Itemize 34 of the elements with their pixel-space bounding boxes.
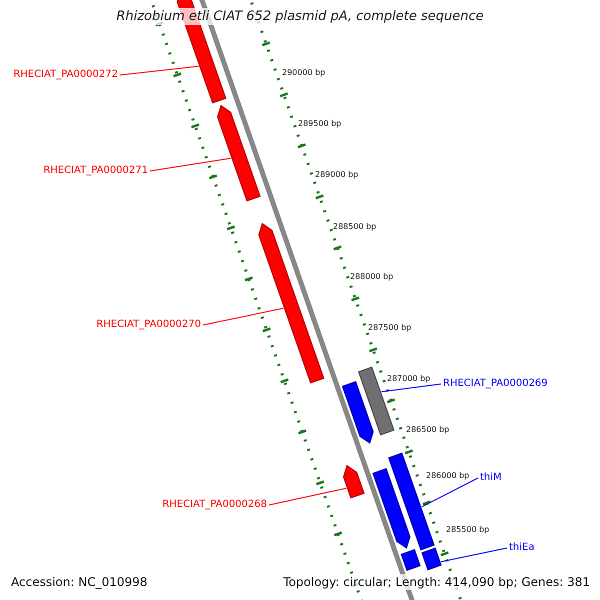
gene-block [421, 547, 442, 570]
gene-block [342, 464, 365, 499]
gene-label: thiM [480, 472, 502, 484]
tick-label: 286000 bp [426, 471, 470, 481]
gene-block [216, 104, 261, 202]
gene-label: RHECIAT_PA0000271 [43, 165, 148, 177]
gene-block [400, 549, 421, 572]
tick-label: 289000 bp [315, 170, 358, 180]
footer-text: Accession: NC_010998 [9, 574, 150, 590]
tick-label: 288500 bp [333, 222, 376, 232]
gene-label: RHECIAT_PA0000270 [96, 319, 201, 331]
title: Rhizobium etli CIAT 652 plasmid pA, complete sequence [114, 8, 486, 25]
tick-label: 287000 bp [387, 374, 430, 384]
tick-label: 286500 bp [406, 425, 450, 435]
gene-block [258, 222, 324, 384]
gene-label: thiEa [509, 542, 534, 554]
leader-line [202, 308, 284, 326]
leader-line [440, 548, 508, 562]
gene-label: RHECIAT_PA0000269 [443, 378, 548, 390]
tick-label: 285500 bp [446, 525, 490, 535]
leader-line [421, 478, 478, 508]
gene-block [342, 381, 374, 444]
leader-line [150, 158, 232, 172]
gene-block [372, 468, 411, 549]
tick-label: 288000 bp [350, 272, 394, 282]
footer-text: Topology: circular; Length: 414,090 bp; Genes: 381 [281, 574, 592, 590]
gene-label: RHECIAT_PA0000272 [13, 69, 118, 81]
tick-label: 290000 bp [282, 68, 326, 78]
gene-label: RHECIAT_PA0000268 [162, 499, 267, 511]
leader-line [381, 384, 442, 392]
tick-label: 289500 bp [298, 119, 342, 129]
leader-line [120, 66, 200, 76]
leader-line [268, 488, 347, 506]
tick-label: 287500 bp [368, 323, 412, 333]
